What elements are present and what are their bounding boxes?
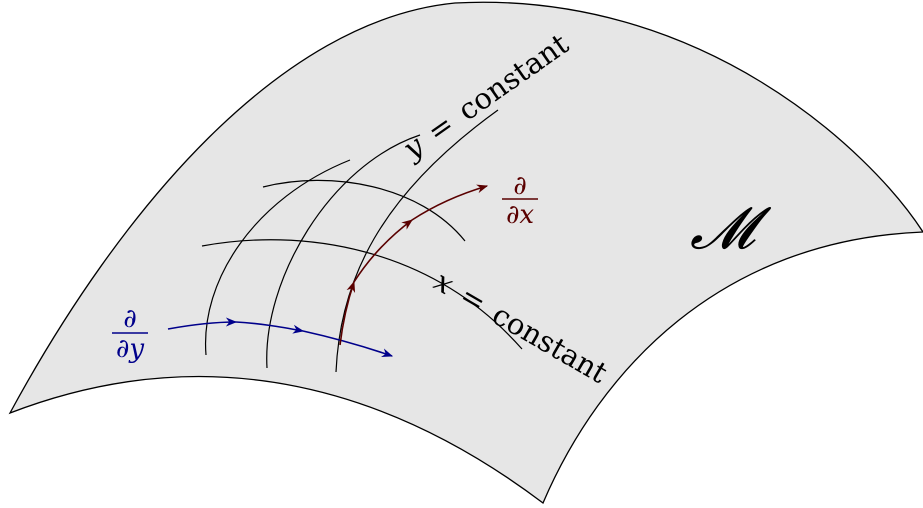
vector-y-arrow-2 <box>235 321 305 334</box>
label-partial-y: ∂ ∂y <box>112 304 148 364</box>
vector-x-arrow-3 <box>411 184 489 221</box>
coordinate-curve-x-3 <box>335 109 499 373</box>
vector-x-arrow-1 <box>339 280 356 346</box>
label-partial-y-denominator: ∂y <box>116 334 144 364</box>
coordinate-curve-x-2 <box>266 134 421 369</box>
manifold-surface <box>8 1 923 505</box>
vector-y-arrow-3 <box>302 330 394 357</box>
label-partial-x-numerator: ∂ <box>513 171 526 201</box>
coordinate-curve-y-upper <box>262 179 466 242</box>
vector-y-arrow-1 <box>167 317 238 330</box>
label-partial-x-denominator: ∂x <box>506 200 534 230</box>
coordinate-curve-x-1 <box>204 159 351 356</box>
vector-x-arrow-2 <box>353 219 413 283</box>
label-partial-x: ∂ ∂x <box>502 171 538 230</box>
label-partial-y-numerator: ∂ <box>123 304 136 334</box>
